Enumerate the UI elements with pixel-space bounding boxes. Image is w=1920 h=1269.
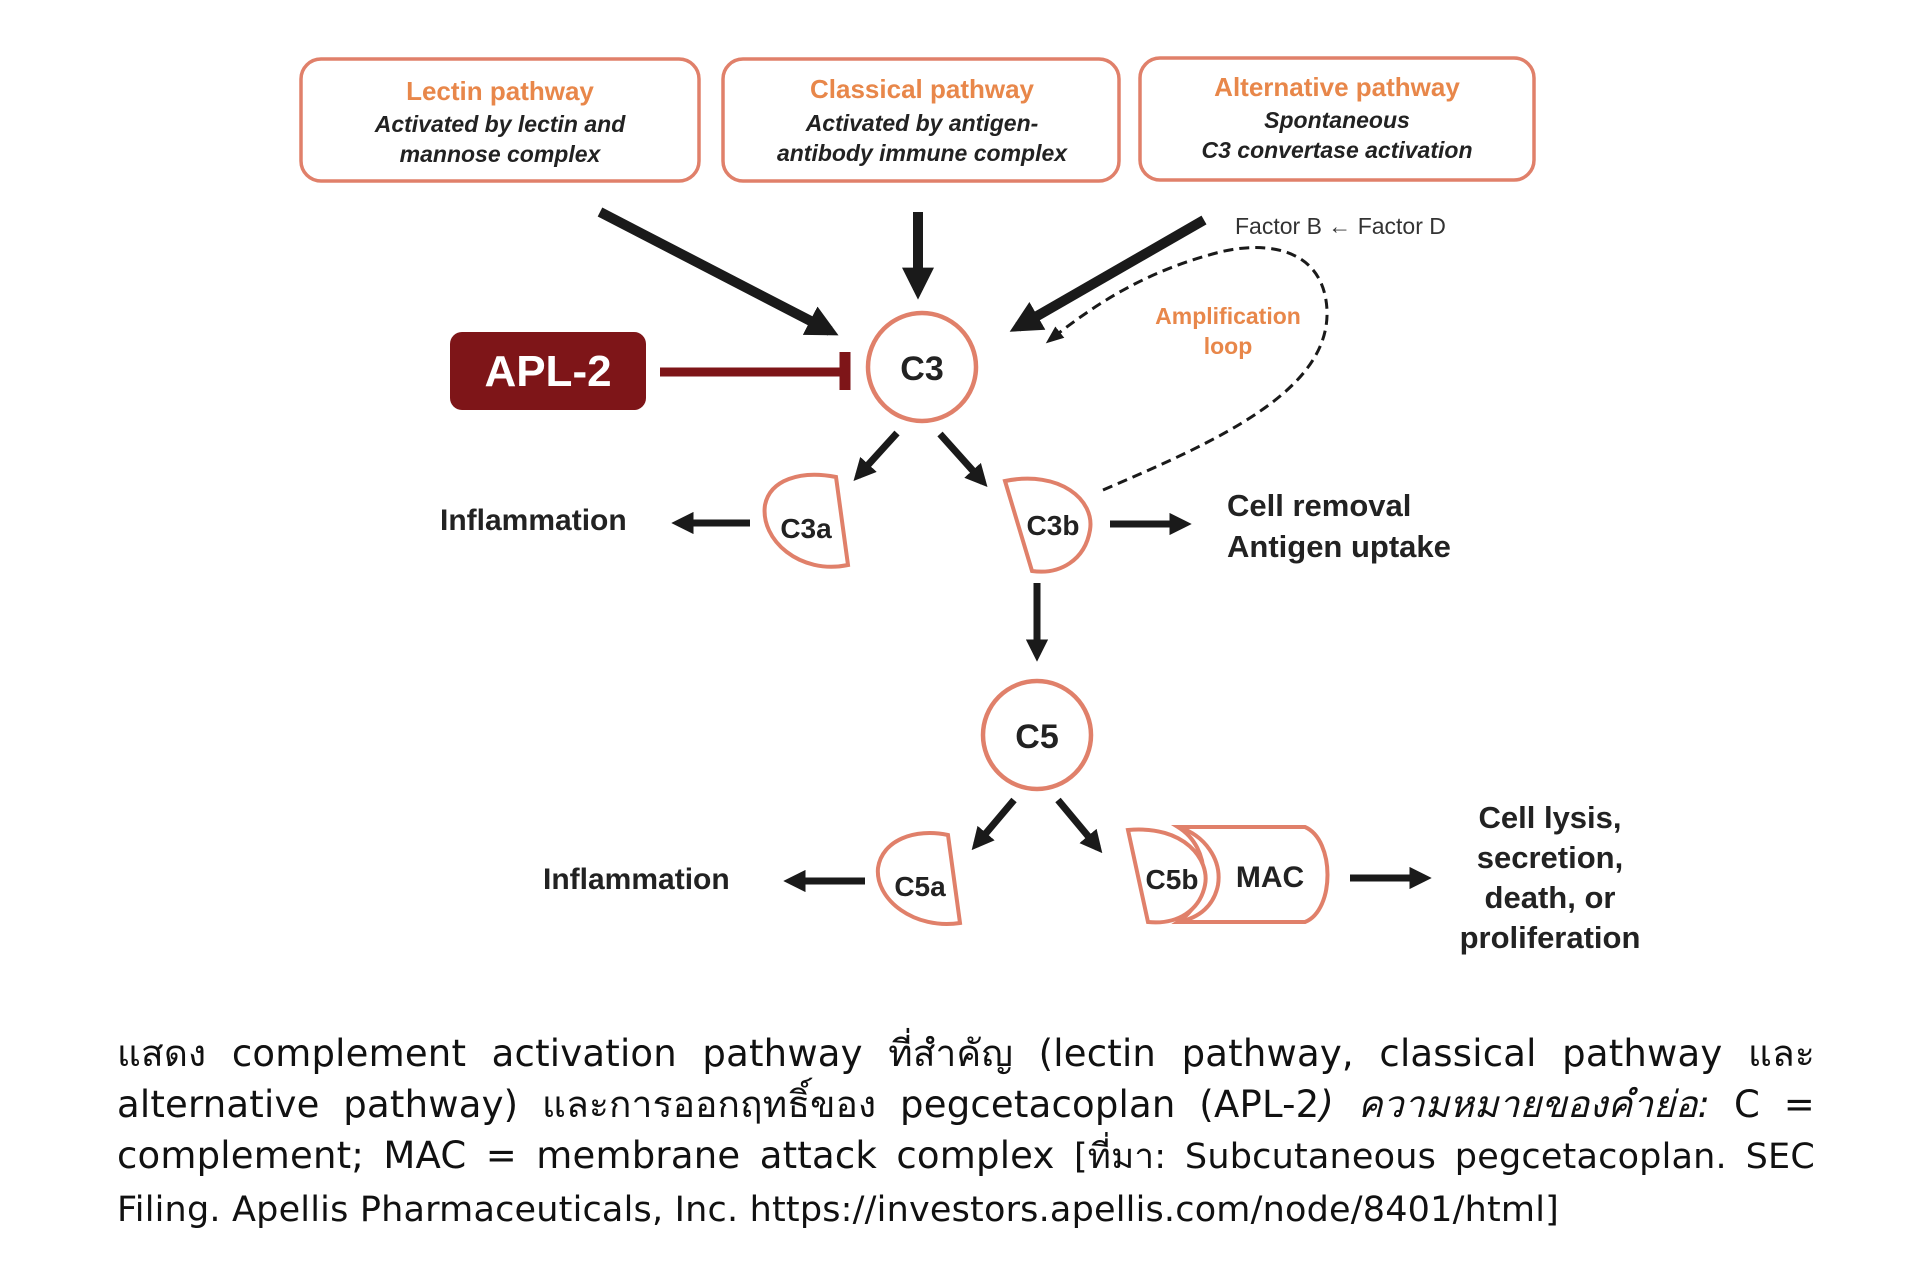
pathway-desc-line: antibody immune complex bbox=[777, 140, 1068, 166]
node-label: C5a bbox=[894, 871, 946, 902]
outcome-line: proliferation bbox=[1460, 920, 1641, 955]
pathway-title: Alternative pathway bbox=[1214, 72, 1460, 102]
pathway-box-lectin: Lectin pathway Activated by lectin and m… bbox=[299, 57, 701, 183]
outcome-line: secretion, bbox=[1477, 840, 1623, 875]
node-label: MAC bbox=[1236, 861, 1304, 894]
pathway-title: Classical pathway bbox=[810, 74, 1035, 104]
caption-abbrev-label: ) ความหมายของคำย่อ: bbox=[1319, 1083, 1711, 1126]
pathway-desc-line: Activated by lectin and bbox=[374, 111, 626, 137]
node-label: C5b bbox=[1146, 864, 1199, 895]
outcome-line: death, or bbox=[1485, 880, 1616, 915]
node-label: C3b bbox=[1027, 510, 1080, 541]
complement-pathway-diagram: Lectin pathway Activated by lectin and m… bbox=[299, 56, 1641, 955]
arrow-c3-to-c3b bbox=[937, 431, 988, 488]
amplification-loop bbox=[1045, 246, 1329, 492]
node-label: C5 bbox=[1015, 718, 1058, 756]
node-c5a: C5a bbox=[875, 831, 963, 926]
arrow-c5-to-c5a bbox=[971, 797, 1017, 851]
outcome-cell-removal: Cell removal bbox=[1227, 488, 1411, 523]
node-c5b-mac: C5b MAC bbox=[1125, 825, 1330, 925]
pathway-desc-line: mannose complex bbox=[400, 141, 602, 167]
pathway-box-alternative: Alternative pathway Spontaneous C3 conve… bbox=[1138, 56, 1536, 182]
pathway-desc-line: Spontaneous bbox=[1264, 107, 1410, 133]
arrow-c3-to-c3a bbox=[853, 430, 900, 481]
node-c3: C3 bbox=[865, 310, 979, 424]
node-c5: C5 bbox=[980, 678, 1094, 792]
outcome-line: Cell lysis, bbox=[1478, 800, 1621, 835]
pathway-title: Lectin pathway bbox=[406, 76, 594, 106]
caption-source: [ที่มา: Subcutaneous pegcetacoplan. SEC … bbox=[117, 1137, 1815, 1230]
node-c3a: C3a bbox=[762, 472, 851, 569]
node-label: C3 bbox=[900, 350, 943, 388]
pathway-desc-line: C3 convertase activation bbox=[1201, 137, 1472, 163]
node-c3b: C3b bbox=[1002, 476, 1093, 574]
arrow-c5-to-c5b bbox=[1055, 797, 1103, 854]
caption-abbreviations: C = complement; MAC = membrane attack co… bbox=[117, 1083, 1815, 1177]
factor-label: Factor B ← Factor D bbox=[1235, 213, 1446, 239]
figure-caption: แสดง complement activation pathway ที่สำ… bbox=[117, 1028, 1815, 1236]
arrow-alternative-to-c3 bbox=[1009, 215, 1207, 332]
pathway-box-classical: Classical pathway Activated by antigen- … bbox=[721, 57, 1121, 183]
amplification-label: loop bbox=[1204, 333, 1253, 359]
apl2-inhibitor-box: APL-2 bbox=[450, 332, 646, 410]
outcome-inflammation: Inflammation bbox=[440, 504, 627, 537]
amplification-label: Amplification bbox=[1155, 303, 1301, 329]
node-label: C3a bbox=[780, 513, 832, 544]
caption-main: แสดง complement activation pathway ที่สำ… bbox=[117, 1032, 1815, 1126]
pathway-desc-line: Activated by antigen- bbox=[805, 110, 1039, 136]
outcome-cell-lysis: Cell lysis, secretion, death, or prolife… bbox=[1460, 800, 1641, 955]
inhibitor-label: APL-2 bbox=[484, 347, 611, 396]
outcome-antigen-uptake: Antigen uptake bbox=[1227, 529, 1451, 564]
outcome-inflammation: Inflammation bbox=[543, 863, 730, 896]
arrow-lectin-to-c3 bbox=[597, 207, 839, 336]
